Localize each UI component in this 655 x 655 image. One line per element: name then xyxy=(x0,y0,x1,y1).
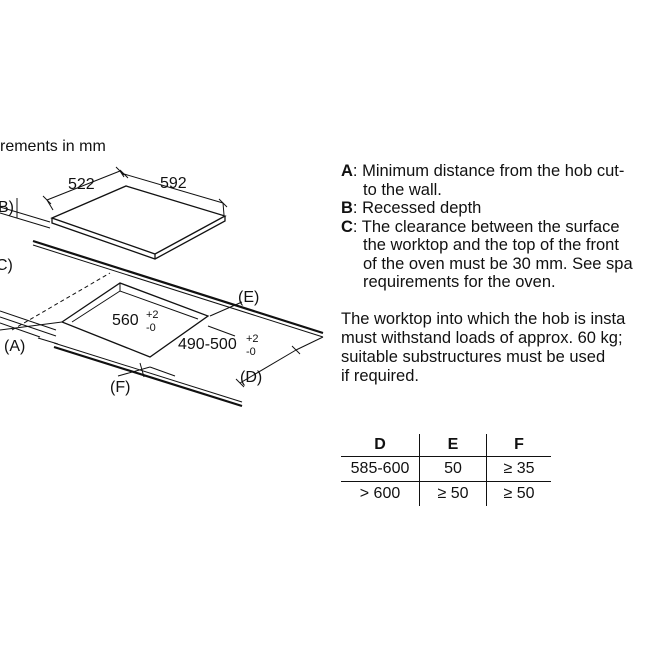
load-note-line-1: The worktop into which the hob is insta xyxy=(341,310,626,328)
table-cell: ≥ 50 xyxy=(419,481,487,506)
e-leader-line xyxy=(209,301,243,317)
table-cell: 50 xyxy=(419,456,487,482)
load-note-line-2: must withstand loads of approx. 60 kg; xyxy=(341,329,623,347)
cutout-opening xyxy=(60,282,210,358)
note-a-key: A xyxy=(341,162,353,180)
table-header-e: E xyxy=(419,434,487,457)
table-header-d: D xyxy=(374,436,386,453)
worktop-edge xyxy=(32,239,324,338)
dimension-592 xyxy=(119,169,228,216)
label-b: B) xyxy=(0,199,14,216)
distance-d-dimension xyxy=(235,336,324,388)
note-c-key: C xyxy=(341,217,353,236)
note-c: C: The clearance between the surface xyxy=(341,218,655,237)
table-cell: > 600 xyxy=(341,481,420,506)
cutout-width-tol-minus: -0 xyxy=(146,322,156,334)
dimension-522 xyxy=(42,166,125,211)
clearance-table: D E F 585-600 50 ≥ 35 > 600 ≥ 50 ≥ 50 xyxy=(341,434,551,506)
cutout-width: 560 xyxy=(112,312,139,329)
label-c: C) xyxy=(0,257,13,274)
width-label: 522 xyxy=(68,176,95,193)
table-row: > 600 ≥ 50 ≥ 50 xyxy=(341,481,551,506)
legend-notes: A: Minimum distance from the hob cut- to… xyxy=(341,162,655,292)
label-a: (A) xyxy=(4,338,25,355)
note-b: B: Recessed depth xyxy=(341,199,655,218)
diagram-caption: rements in mm xyxy=(0,138,106,155)
note-a-cont: to the wall. xyxy=(363,180,442,199)
note-a: A: Minimum distance from the hob cut- xyxy=(341,162,655,181)
note-a-text: : Minimum distance from the hob cut- xyxy=(352,162,625,180)
left-wall-edge xyxy=(0,322,41,338)
label-f: (F) xyxy=(110,379,130,396)
note-b-text: : Recessed depth xyxy=(352,199,482,217)
recessed-depth-marker xyxy=(0,198,51,229)
note-c-cont-2: of the oven must be 30 mm. See spa xyxy=(363,254,633,273)
table-cell: 585-600 xyxy=(341,456,420,482)
worktop-front-edge xyxy=(53,342,243,408)
distance-f-dimension xyxy=(117,362,151,378)
cutout-depth-tol-minus: -0 xyxy=(246,346,256,358)
hob-plate xyxy=(50,185,227,260)
table-cell: ≥ 50 xyxy=(486,481,551,506)
cutout-depth-dimension xyxy=(149,325,236,377)
cutout-depth-tol-plus: +2 xyxy=(246,333,259,345)
installation-diagram: rements in mm 522 592 B) C) xyxy=(0,138,324,408)
label-e: (E) xyxy=(238,289,259,306)
load-note: The worktop into which the hob is insta … xyxy=(341,310,625,386)
note-c-text: : The clearance between the surface xyxy=(352,217,620,236)
label-d: (D) xyxy=(240,369,262,386)
note-c-cont-1: the worktop and the top of the front xyxy=(363,236,619,254)
wall-dashed-line xyxy=(11,272,111,331)
table-cell: ≥ 35 xyxy=(486,456,551,482)
cutout-depth: 490-500 xyxy=(178,336,237,353)
table-header-row: D E F xyxy=(341,434,551,457)
cutout-width-tol-plus: +2 xyxy=(146,309,159,321)
table-header-f: F xyxy=(486,434,551,457)
load-note-line-3: suitable substructures must be used xyxy=(341,348,606,366)
depth-label: 592 xyxy=(160,175,187,192)
load-note-line-4: if required. xyxy=(341,367,419,385)
note-b-key: B xyxy=(341,199,353,217)
table-row: 585-600 50 ≥ 35 xyxy=(341,456,551,482)
note-c-cont-3: requirements for the oven. xyxy=(363,273,556,291)
